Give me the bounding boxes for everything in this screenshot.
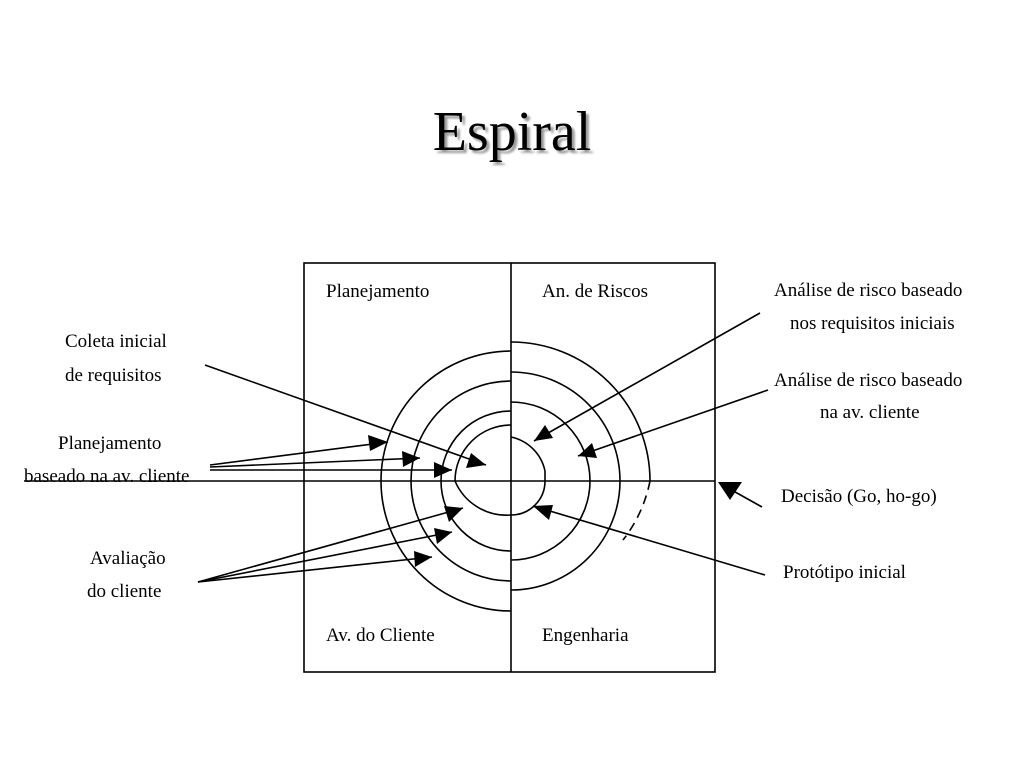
- quadrant-label-engenharia: Engenharia: [542, 625, 629, 646]
- quadrant-label-planejamento: Planejamento: [326, 281, 429, 302]
- arrow-lines: [197, 312, 769, 583]
- spiral-arc: [510, 480, 591, 561]
- slide-title: Espiral: [432, 101, 592, 163]
- spiral-arc: [510, 471, 546, 516]
- label-coleta-line1: Coleta inicial: [65, 331, 167, 352]
- label-risco-inicial-line2: nos requisitos iniciais: [790, 313, 955, 334]
- spiral-arc: [410, 480, 512, 582]
- label-risco-cliente-line2: na av. cliente: [820, 402, 920, 423]
- quadrant-frame: [303, 262, 716, 673]
- label-decisao: Decisão (Go, ho-go): [781, 486, 937, 507]
- spiral-arc: [510, 401, 591, 482]
- spiral-arc-dashed: [622, 480, 651, 541]
- spiral-arc: [454, 480, 512, 516]
- spiral-arc: [454, 424, 512, 482]
- spiral-arc: [380, 350, 512, 482]
- spiral-arc: [510, 371, 621, 482]
- spiral-arc: [510, 436, 546, 472]
- quadrant-label-cliente: Av. do Cliente: [326, 625, 435, 646]
- spiral-arc: [380, 480, 512, 612]
- label-prototipo: Protótipo inicial: [783, 562, 906, 583]
- label-avaliacao-line1: Avaliação: [90, 548, 166, 569]
- spiral-arc: [510, 480, 621, 591]
- label-risco-cliente-line1: Análise de risco baseado: [774, 370, 962, 391]
- label-avaliacao-line2: do cliente: [87, 581, 161, 602]
- label-planejamento-line1: Planejamento: [58, 433, 161, 454]
- spiral-arc: [440, 480, 512, 552]
- spiral-arc: [510, 341, 651, 482]
- label-planejamento-line2: baseado na av. cliente: [24, 466, 189, 487]
- label-coleta-line2: de requisitos: [65, 365, 162, 386]
- quadrant-label-riscos: An. de Riscos: [542, 281, 648, 302]
- arrowheads: [368, 425, 742, 567]
- label-risco-inicial-line1: Análise de risco baseado: [774, 280, 962, 301]
- diagram-panel: [24, 248, 1024, 692]
